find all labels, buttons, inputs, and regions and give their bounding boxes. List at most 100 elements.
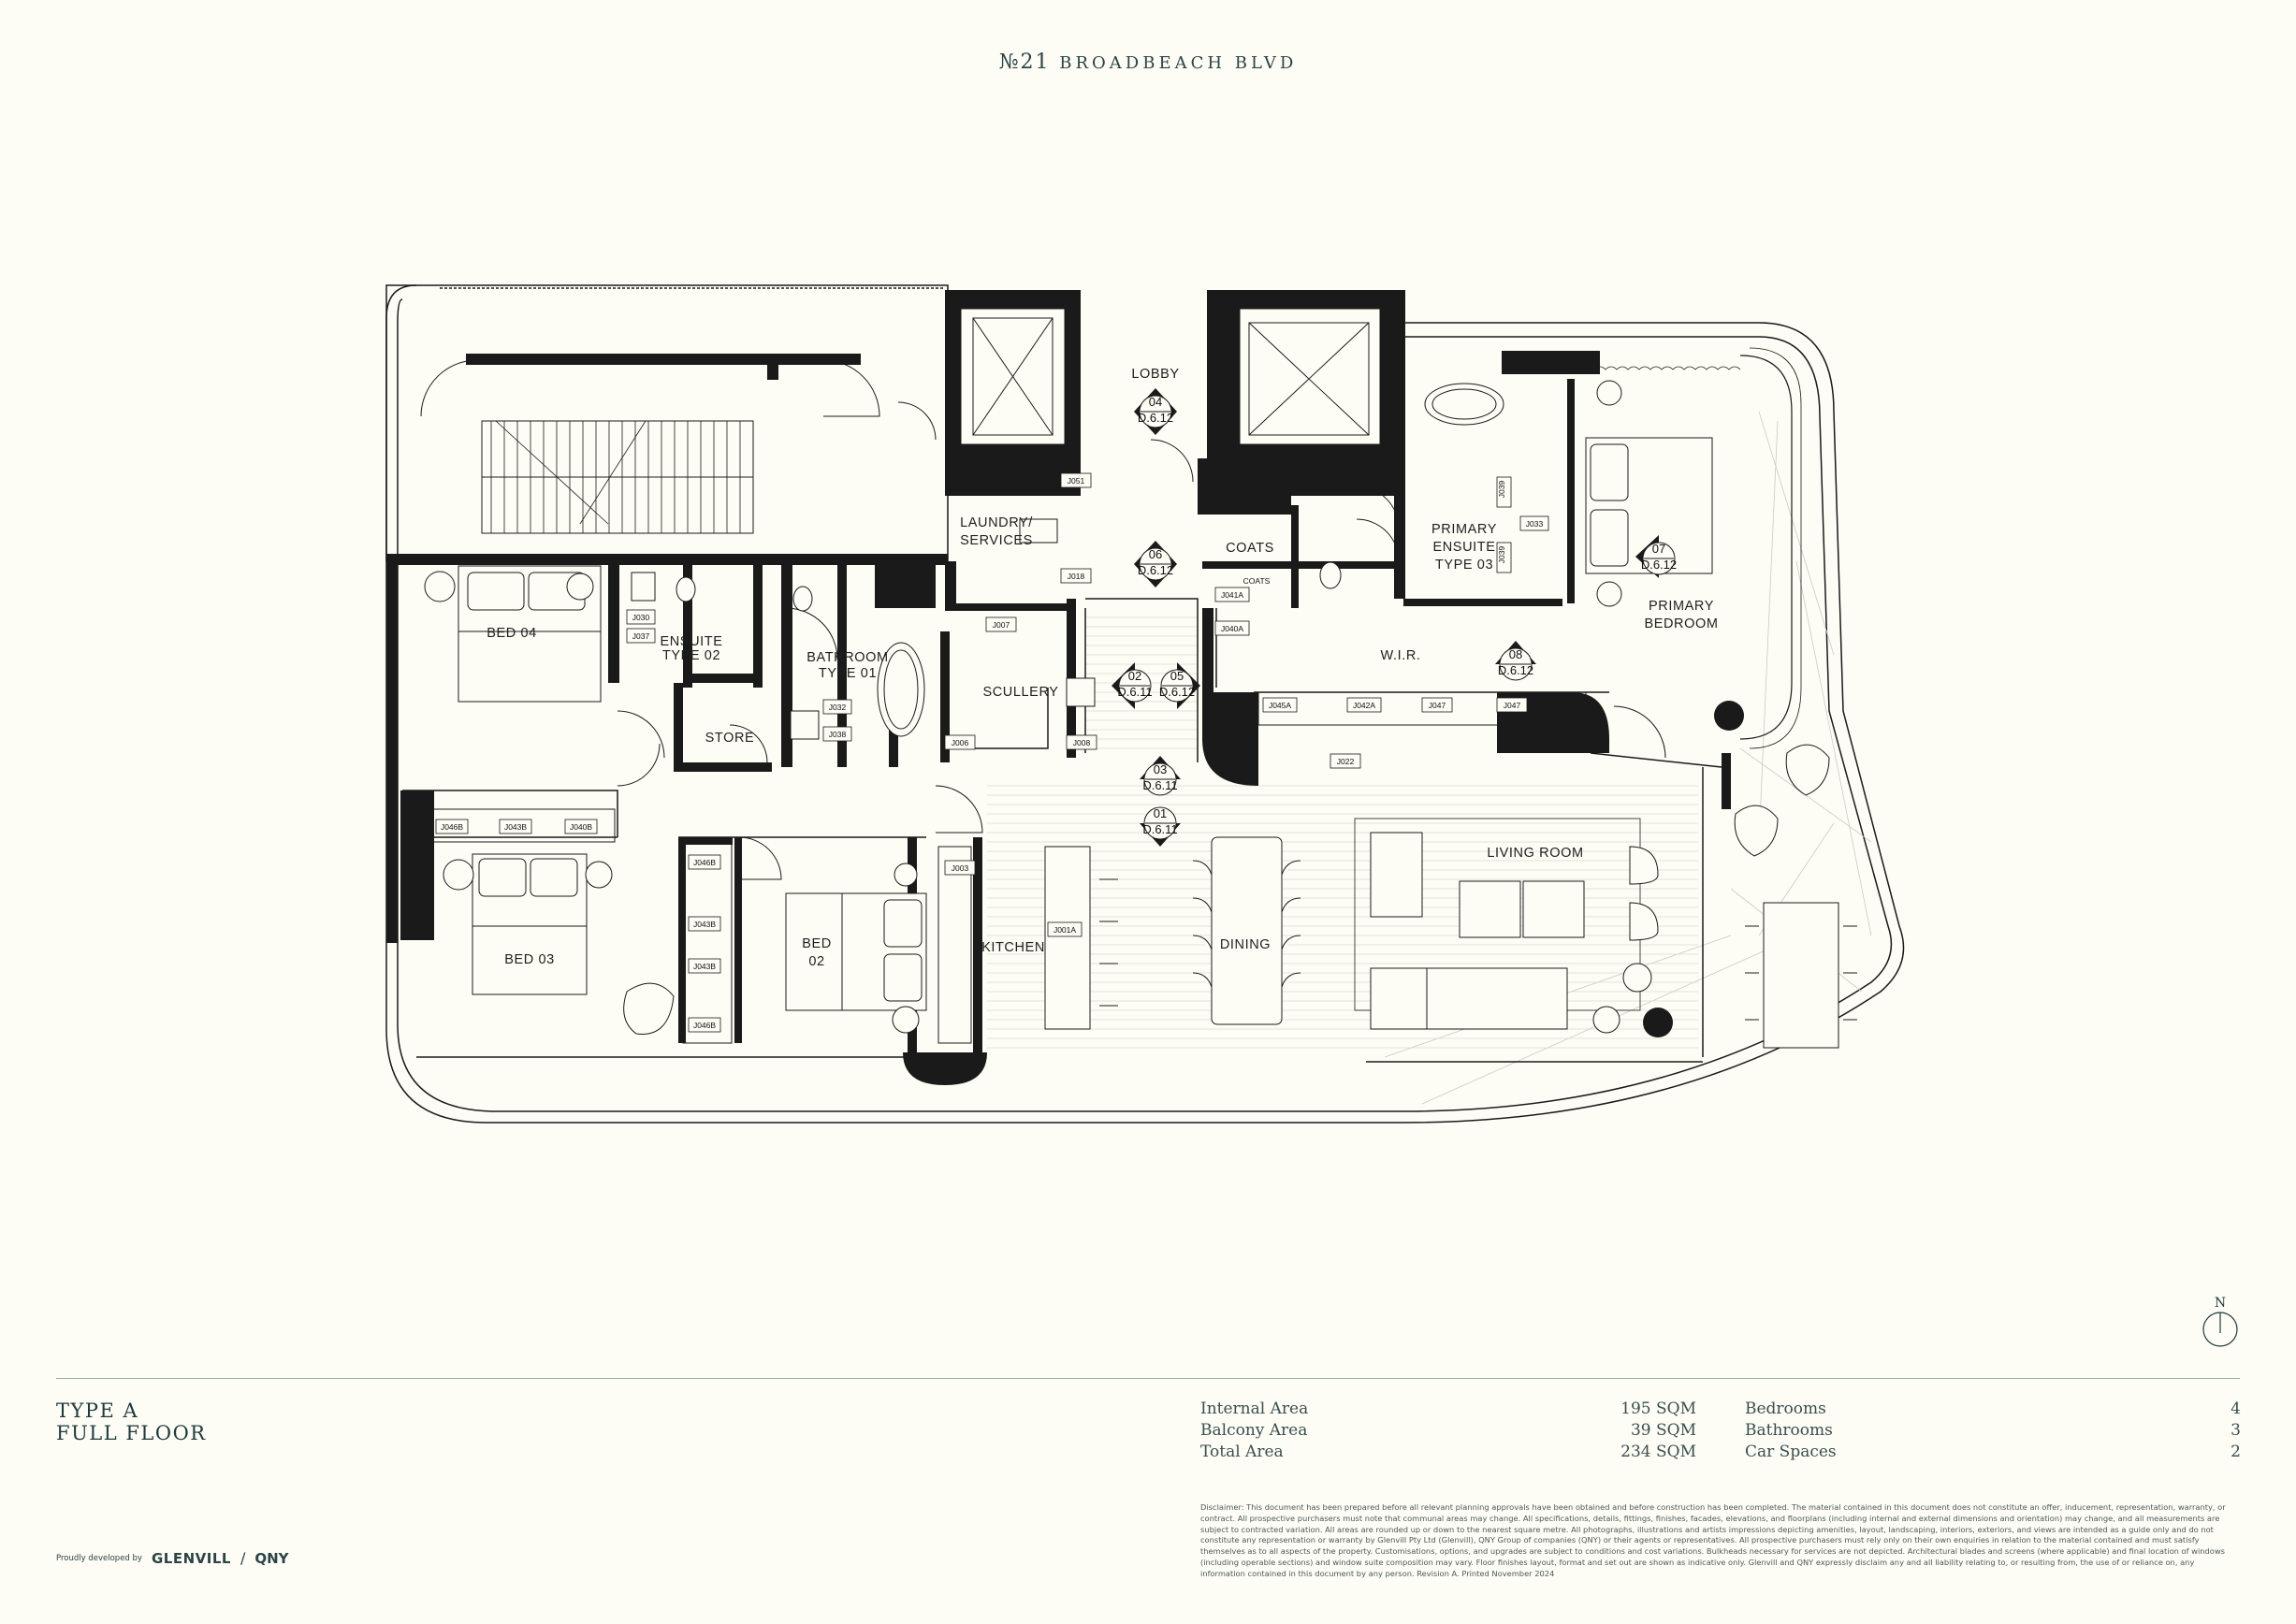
svg-text:D.6.11: D.6.11 [1117, 685, 1152, 699]
room-label-primary-bedroom-2: BEDROOM [1644, 616, 1718, 631]
view-ref-01: 01 D.6.11 [1140, 806, 1181, 847]
view-ref-08: 08 D.6.12 [1495, 641, 1536, 681]
room-label-bathroom: BATHROOM [807, 650, 889, 665]
tag: J041A [1214, 587, 1250, 602]
svg-text:J001A: J001A [1054, 925, 1076, 935]
view-ref-05: 05 D.6.12 [1159, 662, 1200, 709]
svg-text:J022: J022 [1337, 757, 1355, 766]
svg-text:J045A: J045A [1269, 701, 1291, 710]
room-label-ensuite02: ENSUITE [660, 634, 722, 649]
svg-text:J039: J039 [1497, 546, 1506, 564]
tag: J040B [564, 819, 598, 834]
svg-text:04: 04 [1149, 395, 1162, 409]
room-label-laundry: LAUNDRY/ [960, 515, 1033, 530]
svg-text:J033: J033 [1526, 519, 1544, 529]
svg-text:03: 03 [1154, 762, 1167, 776]
svg-text:J006: J006 [952, 738, 969, 747]
svg-text:J046B: J046B [693, 858, 716, 867]
svg-text:D.6.12: D.6.12 [1641, 558, 1677, 572]
room-label-bed03: BED 03 [504, 952, 555, 967]
tag: J045A [1262, 697, 1298, 713]
project-title: №21 BROADBEACH BLVD [0, 51, 2296, 74]
joinery [431, 691, 1587, 1044]
svg-text:08: 08 [1509, 647, 1522, 661]
svg-text:J038: J038 [829, 730, 847, 739]
tag: J040A [1214, 620, 1250, 636]
tag: J038 [822, 726, 852, 742]
room-label-bed02: BED [802, 936, 832, 951]
svg-text:06: 06 [1149, 547, 1162, 561]
svg-text:J046B: J046B [693, 1021, 716, 1030]
developer-separator: / [240, 1549, 246, 1567]
svg-text:J037: J037 [632, 631, 650, 641]
view-refs: 04 D.6.12 06 D.6.12 02 D.6.11 05 D.6.12 [1112, 388, 1677, 847]
svg-text:J039: J039 [1497, 481, 1506, 499]
room-label-scullery: SCULLERY [982, 685, 1058, 700]
tag: J033 [1519, 515, 1549, 531]
tag: J039 [1496, 476, 1512, 508]
view-ref-02: 02 D.6.11 [1112, 662, 1153, 709]
stair-core [385, 284, 949, 565]
room-label-primary-bedroom: PRIMARY [1649, 599, 1714, 614]
room-label-coats: COATS [1226, 541, 1274, 556]
tag: J030 [626, 609, 656, 625]
tag: J007 [985, 616, 1017, 632]
unit-type: TYPE A FULL FLOOR [56, 1399, 207, 1444]
svg-text:J032: J032 [829, 703, 847, 712]
svg-text:D.6.12: D.6.12 [1498, 663, 1533, 677]
footer-divider [56, 1378, 2240, 1379]
tag: J043B [688, 958, 721, 974]
svg-text:J030: J030 [632, 613, 650, 622]
svg-text:J051: J051 [1068, 476, 1085, 486]
unit-type-line2: FULL FLOOR [56, 1422, 207, 1444]
developer-logo-glenvill: GLENVILL [151, 1549, 231, 1567]
disclaimer: Disclaimer: This document has been prepa… [1200, 1502, 2226, 1578]
room-labels: LOBBY LAUNDRY/ SERVICES COATS COATS PRIM… [487, 367, 1718, 969]
room-label-bed02-2: 02 [808, 954, 824, 969]
svg-text:02: 02 [1128, 669, 1141, 683]
view-ref-06: 06 D.6.12 [1134, 541, 1177, 587]
project-street: BROADBEACH BLVD [1059, 53, 1298, 73]
svg-text:J018: J018 [1068, 572, 1085, 581]
room-label-primary-ensuite-3: TYPE 03 [1435, 558, 1493, 573]
svg-text:J047: J047 [1429, 701, 1446, 710]
svg-text:D.6.12: D.6.12 [1159, 685, 1195, 699]
tag: J006 [944, 734, 976, 750]
tag: J037 [626, 628, 656, 644]
svg-text:D.6.12: D.6.12 [1138, 411, 1173, 425]
svg-text:J007: J007 [993, 620, 1010, 630]
svg-text:J043B: J043B [693, 920, 716, 929]
tag: J046B [688, 854, 721, 870]
compass-icon [2202, 1312, 2238, 1347]
view-ref-03: 03 D.6.11 [1140, 756, 1181, 796]
tag: J047 [1496, 697, 1528, 713]
floorboards [987, 616, 1698, 1049]
svg-text:D.6.11: D.6.11 [1142, 822, 1177, 836]
tag: J043B [688, 916, 721, 932]
balcony-outline [385, 284, 1905, 1124]
room-label-wir: W.I.R. [1380, 648, 1420, 663]
room-label-services: SERVICES [960, 533, 1033, 548]
room-label-lobby: LOBBY [1131, 367, 1179, 382]
svg-text:D.6.12: D.6.12 [1138, 563, 1173, 577]
tag: J043B [499, 819, 532, 834]
tag: J018 [1060, 568, 1092, 584]
lift-core-left [945, 290, 1081, 496]
project-number: №21 [998, 51, 1051, 74]
unit-type-line1: TYPE A [56, 1399, 139, 1422]
view-ref-04: 04 D.6.12 [1134, 388, 1177, 435]
svg-text:05: 05 [1170, 669, 1184, 683]
tag: J046B [688, 1017, 721, 1033]
room-label-ensuite02-2: TYPE 02 [662, 648, 720, 663]
room-label-kitchen: KITCHEN [981, 940, 1045, 955]
svg-text:07: 07 [1652, 542, 1665, 556]
room-label-bathroom-2: TYPE 01 [819, 666, 877, 681]
room-label-primary-ensuite-2: ENSUITE [1432, 540, 1495, 555]
svg-text:J041A: J041A [1221, 590, 1243, 600]
